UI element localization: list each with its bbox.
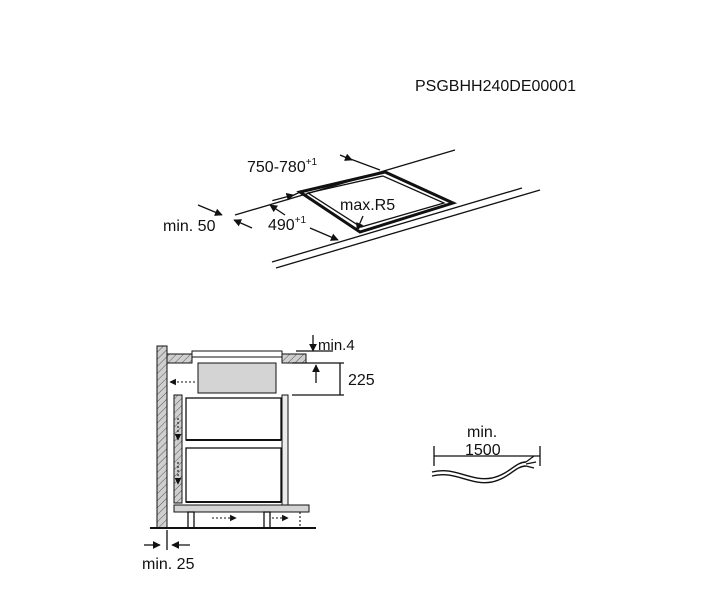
cabinet-back [173,394,183,504]
worktop-top-view: 750-780+1 max.R5 490+1 min. 50 [163,149,541,269]
cable-body-lower [431,465,527,484]
dim-length-value: 750-780 [247,159,306,176]
edge-distance-arrow-left [197,204,223,216]
cabinet-side [281,394,289,508]
worktop-section-right [281,353,307,364]
worktop-section-left [166,353,193,364]
cable-label-line2: 1500 [465,442,501,459]
drawer-upper [185,397,282,441]
cabinet-side-view: min.4 225 min. 25 [142,335,375,573]
dim-length-label: 750-780+1 [247,157,318,176]
dim-depth-arrow-top [269,204,286,216]
wall [156,345,168,529]
edge-distance-arrow-right [233,219,253,229]
cutout-inner [306,175,446,228]
worktop-front-edge-2 [275,189,541,269]
power-cable: min. 1500 [431,424,541,484]
plinth [173,504,310,513]
cable-wire-2 [525,461,537,465]
wall-gap-label: min. 25 [142,556,195,573]
cable-wire-3 [525,465,535,469]
unit-height-label: 225 [348,372,375,389]
cable-wire-1 [525,455,535,463]
edge-distance-label: min. 50 [163,218,216,235]
hob-body [197,362,277,394]
hob-glass [191,350,283,358]
document-code: PSGBHH240DE00001 [415,78,576,95]
dim-depth-tolerance: +1 [295,215,307,226]
leg-left [187,511,195,529]
dim-depth-label: 490+1 [268,215,307,234]
corner-radius-label: max.R5 [340,197,395,214]
cable-body [431,461,527,480]
dim-depth-value: 490 [268,217,295,234]
dim-depth-arrow-bottom [309,227,339,241]
leg-right [263,511,271,529]
drawer-lower [185,447,282,503]
top-clearance-label: min.4 [318,337,355,354]
cutout-outline [296,170,458,234]
cable-label-line1: min. [467,424,497,441]
dim-length-arrow-right [339,153,353,161]
dim-length-arrow [272,192,295,202]
worktop-front-edge-1 [271,187,523,263]
dim-length-tolerance: +1 [306,157,318,168]
corner-radius-arrow [356,215,364,231]
